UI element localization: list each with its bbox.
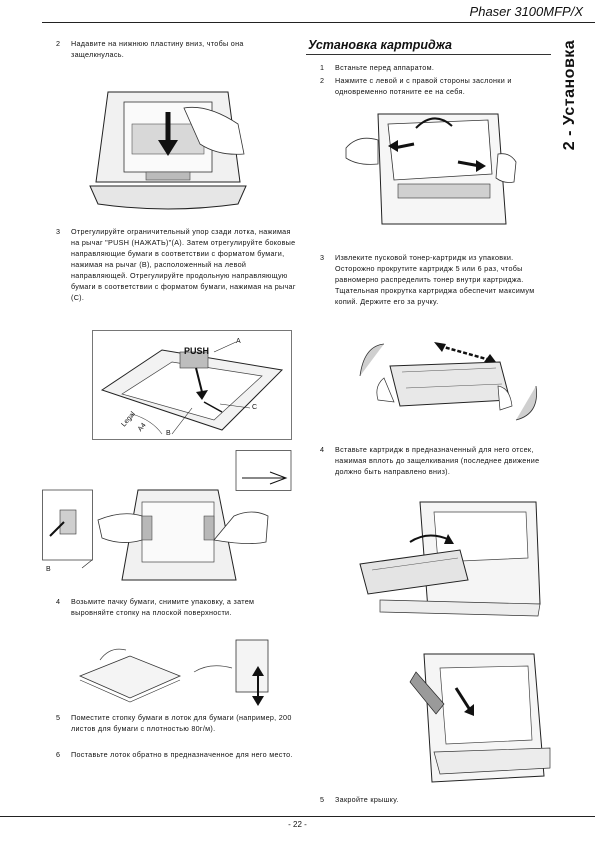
right-step-2: 2 Нажмите с левой и с правой стороны зас… (320, 76, 512, 96)
footer-rule (0, 816, 595, 817)
figure-close-cover (404, 644, 552, 788)
figure-paper-tray-plate (88, 64, 248, 214)
chapter-tab: 2 - Установка (553, 30, 587, 160)
document-title: Phaser 3100MFP/X (469, 4, 583, 19)
figure-paper-stack (70, 636, 296, 708)
left-step-4: 4 Возьмите пачку бумаги, снимите упаковк… (56, 597, 255, 617)
left-step-2: 2 Надавите на нижнюю пластину вниз, чтоб… (56, 39, 244, 59)
chapter-tab-label: 2 - Установка (561, 39, 578, 151)
left-step-5: 5 Поместите стопку бумаги в лоток для бу… (56, 713, 292, 733)
label-b: B (166, 430, 171, 437)
right-step-4: 4 Вставьте картридж в предназначенный дл… (320, 445, 540, 476)
figure-tray-adjust (42, 450, 292, 590)
figure-shake-cartridge (350, 326, 550, 426)
push-label: PUSH (184, 346, 210, 356)
figure-insert-cartridge (350, 494, 544, 618)
label-b-inset: B (46, 566, 51, 573)
right-step-5: 5 Закройте крышку. (320, 795, 399, 804)
section-title: Установка картриджа (308, 38, 453, 52)
header-rule (42, 22, 595, 23)
figure-tray-guides (92, 330, 292, 440)
figure-open-cover (338, 104, 518, 234)
section-rule (306, 54, 551, 55)
left-step-6: 6 Поставьте лоток обратно в предназначен… (56, 750, 293, 759)
right-step-3: 3 Извлеките пусковой тонер-картридж из у… (320, 253, 535, 306)
label-a: A (236, 338, 241, 345)
page-number: - 22 - (288, 820, 307, 829)
left-step-3: 3 Отрегулируйте ограничительный упор сза… (56, 227, 296, 302)
label-c: C (252, 404, 258, 411)
right-step-1: 1 Встаньте перед аппаратом. (320, 63, 435, 72)
